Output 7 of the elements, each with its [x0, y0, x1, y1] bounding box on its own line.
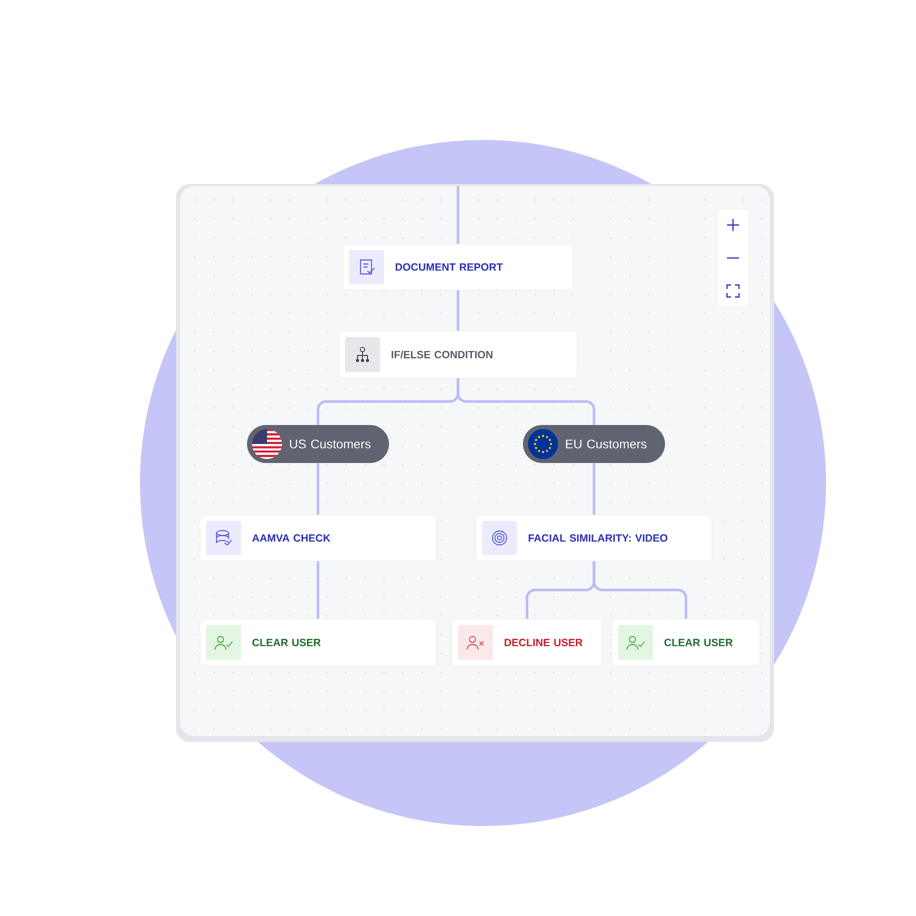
connector-line: [456, 186, 460, 244]
connector-line: [456, 290, 460, 331]
connector-line: [456, 378, 596, 425]
connector-line: [316, 561, 320, 619]
connector-line: [316, 463, 320, 515]
connector-line: [592, 463, 596, 515]
connector-line: [592, 561, 688, 619]
